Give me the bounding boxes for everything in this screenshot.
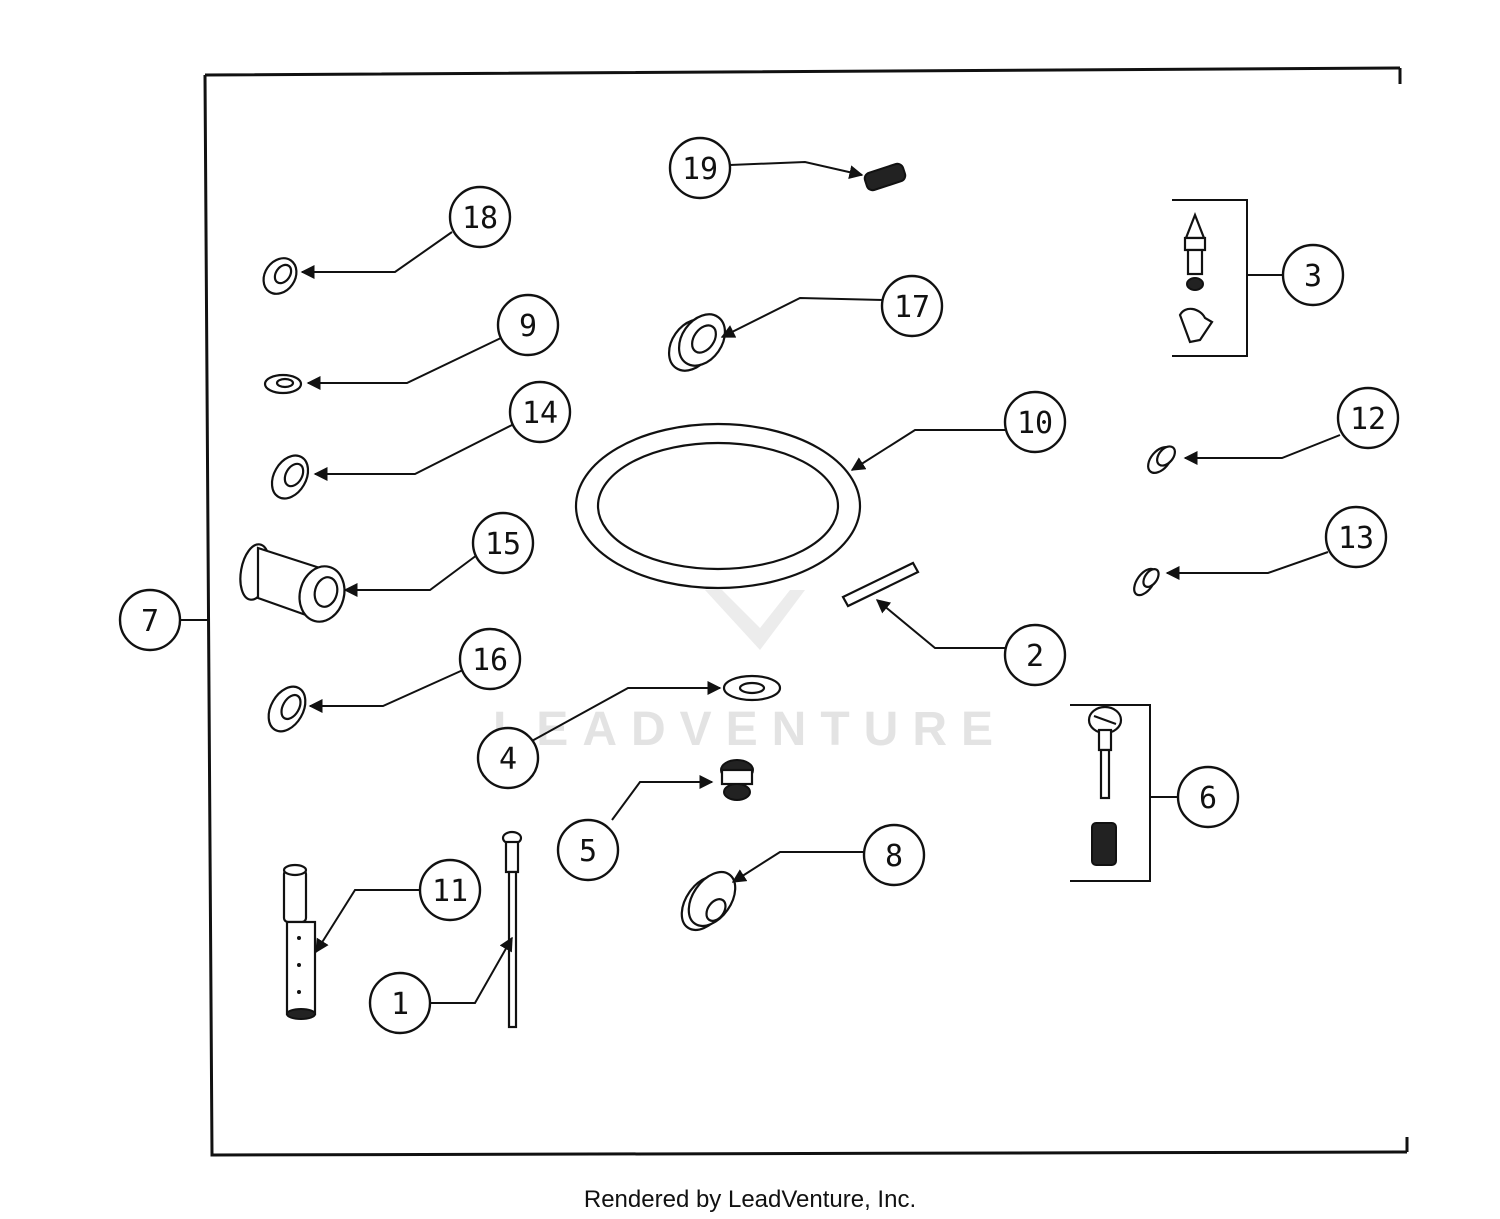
callout-circle	[476, 726, 540, 790]
leader-11	[315, 889, 420, 954]
callout-circle	[1176, 765, 1240, 829]
callout-circle	[508, 380, 572, 444]
callout-11: 11	[418, 858, 482, 922]
leader-18	[300, 231, 453, 279]
callout-label: 14	[522, 396, 558, 431]
leader-12	[1183, 434, 1341, 465]
callout-label: 18	[462, 201, 498, 236]
callout-9: 9	[496, 293, 560, 357]
part-11-emulsion-tube	[282, 863, 317, 1020]
callout-label: 15	[485, 527, 521, 562]
callout-15: 15	[471, 511, 535, 575]
part-15-bushing	[239, 543, 346, 623]
callout-5: 5	[556, 818, 620, 882]
callout-label: 9	[519, 309, 537, 344]
leader-17	[720, 296, 884, 338]
callout-label: 7	[141, 604, 159, 639]
callout-10: 10	[1003, 390, 1067, 454]
leader-9	[306, 336, 504, 390]
callout-circle	[1324, 505, 1388, 569]
callout-label: 12	[1350, 402, 1386, 437]
callout-19: 19	[668, 136, 732, 200]
callout-12: 12	[1336, 386, 1400, 450]
leader-14	[313, 424, 513, 481]
callout-7: 7	[118, 588, 182, 652]
part-9-washer	[263, 373, 303, 395]
leader-8	[731, 851, 865, 883]
callout-circle	[1336, 386, 1400, 450]
callout-circle	[556, 818, 620, 882]
part-1-needle	[501, 830, 523, 1029]
callout-circle	[418, 858, 482, 922]
callout-2: 2	[1003, 623, 1067, 687]
callout-circle	[1003, 623, 1067, 687]
part-18-washer	[262, 257, 298, 295]
callout-1: 1	[368, 971, 432, 1035]
callout-label: 4	[499, 742, 517, 777]
watermark-text: LEADVENTURE	[493, 703, 1007, 756]
part-3-needle-seat	[1172, 199, 1248, 357]
part-12-clip	[1147, 445, 1176, 474]
kit-frame-outline	[203, 66, 1409, 1157]
callout-17: 17	[880, 274, 944, 338]
callout-circle	[1003, 390, 1067, 454]
leader-10	[850, 429, 1006, 471]
part-16-washer	[267, 685, 307, 733]
callout-circle	[448, 185, 512, 249]
leader-2	[875, 599, 1005, 649]
part-2-pin	[841, 561, 920, 608]
callout-circle	[471, 511, 535, 575]
callout-label: 10	[1017, 406, 1053, 441]
part-8-welch-plug	[680, 871, 737, 931]
callout-circle	[668, 136, 732, 200]
part-5-plug	[720, 759, 754, 801]
callout-13: 13	[1324, 505, 1388, 569]
callout-label: 19	[682, 152, 718, 187]
callout-label: 11	[432, 874, 468, 909]
callout-label: 3	[1304, 259, 1322, 294]
callout-16: 16	[458, 627, 522, 691]
callout-label: 17	[894, 290, 930, 325]
leader-16	[308, 669, 464, 713]
callout-label: 6	[1199, 781, 1217, 816]
callout-circle	[118, 588, 182, 652]
part-17-seal	[667, 313, 727, 372]
callout-circle	[862, 823, 926, 887]
callout-label: 8	[885, 839, 903, 874]
callout-18: 18	[448, 185, 512, 249]
callout-label: 1	[391, 987, 409, 1022]
callout-label: 16	[472, 643, 508, 678]
callout-14: 14	[508, 380, 572, 444]
footer-credit: Rendered by LeadVenture, Inc.	[584, 1186, 916, 1213]
kit-frame	[203, 66, 1409, 1157]
callout-8: 8	[862, 823, 926, 887]
leader-13	[1165, 551, 1329, 580]
callout-circle	[880, 274, 944, 338]
callout-3: 3	[1281, 243, 1345, 307]
part-13-clip	[1133, 567, 1160, 597]
leader-19	[729, 160, 864, 180]
part-19-spring	[863, 162, 907, 192]
callout-circle	[458, 627, 522, 691]
callout-circle	[1281, 243, 1345, 307]
leader-4	[529, 681, 722, 743]
part-10-bowl-gasket	[574, 422, 862, 590]
leader-5	[611, 775, 714, 821]
callout-6: 6	[1176, 765, 1240, 829]
leader-1	[430, 936, 513, 1004]
part-14-washer	[270, 454, 310, 500]
callout-label: 5	[579, 834, 597, 869]
callout-label: 13	[1338, 521, 1374, 556]
watermark-v-icon	[705, 590, 805, 650]
callout-4: 4	[476, 726, 540, 790]
callout-circle	[496, 293, 560, 357]
part-6-screw-spring	[1070, 704, 1151, 882]
part-4-washer	[722, 674, 782, 702]
leader-15	[343, 554, 478, 597]
callout-label: 2	[1026, 639, 1044, 674]
callout-circle	[368, 971, 432, 1035]
